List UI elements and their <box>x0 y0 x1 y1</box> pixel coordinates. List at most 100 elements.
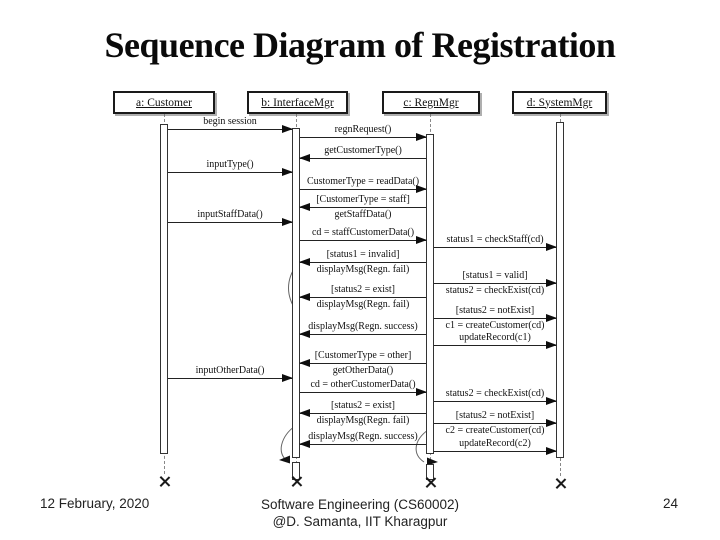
message-label: inputType() <box>206 159 254 170</box>
message-guard: [status2 = notExist] <box>455 410 535 421</box>
message-line <box>300 240 426 241</box>
message-line <box>434 401 556 402</box>
arrowhead-icon <box>546 397 557 405</box>
arrowhead-icon <box>299 359 310 367</box>
arrowhead-icon <box>416 388 427 396</box>
message-label: begin session <box>203 116 257 127</box>
message-label: getStaffData() <box>334 209 392 220</box>
arrowhead-icon <box>416 185 427 193</box>
message-line <box>300 137 426 138</box>
lifeline-header-c: c: RegnMgr <box>382 91 480 114</box>
message-line <box>434 283 556 284</box>
message-label: getCustomerType() <box>324 145 402 156</box>
return-arrowhead-icon <box>279 455 290 464</box>
message-label: c1 = createCustomer(cd) <box>445 320 545 331</box>
message-guard: [status2 = exist] <box>331 400 395 411</box>
footer-page-number: 24 <box>662 496 678 511</box>
message-label: displayMsg(Regn. fail) <box>316 415 410 426</box>
footer-date: 12 February, 2020 <box>40 496 150 511</box>
lifeline-label-b: b: InterfaceMgr <box>261 96 334 109</box>
message-line <box>434 345 556 346</box>
message-line <box>300 363 426 364</box>
message-guard: [CustomerType = other] <box>314 350 412 361</box>
message-line <box>300 262 426 263</box>
message-line <box>434 247 556 248</box>
message-line <box>434 423 556 424</box>
arrowhead-icon <box>416 236 427 244</box>
message-guard: [status1 = valid] <box>462 270 528 281</box>
lifeline-label-d: d: SystemMgr <box>526 96 593 109</box>
arrowhead-icon <box>299 258 310 266</box>
arrowhead-icon <box>416 133 427 141</box>
message-guard: [status2 = notExist] <box>455 305 535 316</box>
arrowhead-icon <box>282 125 293 133</box>
message-label: getOtherData() <box>332 365 394 376</box>
arrowhead-icon <box>546 314 557 322</box>
arrowhead-icon <box>546 279 557 287</box>
arrowhead-icon <box>546 419 557 427</box>
message-label: updateRecord(c2) <box>459 438 531 449</box>
footer-course-info: Software Engineering (CS60002) @D. Saman… <box>0 496 720 530</box>
message-line <box>168 378 292 379</box>
message-line <box>300 334 426 335</box>
lifeline-label-a: a: Customer <box>136 96 192 109</box>
message-label: displayMsg(Regn. fail) <box>316 264 410 275</box>
message-label: CustomerType = readData() <box>306 176 420 187</box>
activation-bar-a <box>160 124 168 454</box>
message-guard: [CustomerType = staff] <box>316 194 410 205</box>
destruction-x-icon <box>425 477 436 488</box>
message-line <box>434 318 556 319</box>
lifeline-header-b: b: InterfaceMgr <box>247 91 348 114</box>
arrowhead-icon <box>546 243 557 251</box>
arrowhead-icon <box>299 409 310 417</box>
activation-bar-c <box>426 134 434 454</box>
arrowhead-icon <box>282 168 293 176</box>
message-label: displayMsg(Regn. fail) <box>316 299 410 310</box>
message-label: status2 = checkExist(cd) <box>445 285 545 296</box>
message-label: displayMsg(Regn. success) <box>308 431 418 442</box>
message-line <box>300 413 426 414</box>
message-line <box>168 222 292 223</box>
destruction-x-icon <box>291 476 302 487</box>
message-label: cd = otherCustomerData() <box>310 379 416 390</box>
lifeline-label-c: c: RegnMgr <box>403 96 459 109</box>
destruction-x-icon <box>159 476 170 487</box>
footer-course-line1: Software Engineering (CS60002) <box>260 497 460 512</box>
message-line <box>434 451 556 452</box>
arrowhead-icon <box>282 218 293 226</box>
arrowhead-icon <box>299 440 310 448</box>
footer-course-line2: @D. Samanta, IIT Kharagpur <box>272 514 448 529</box>
message-line <box>168 129 292 130</box>
lifeline-header-a: a: Customer <box>113 91 215 114</box>
arrowhead-icon <box>299 203 310 211</box>
message-label: inputStaffData() <box>197 209 263 220</box>
message-guard: [status2 = exist] <box>331 284 395 295</box>
message-label: c2 = createCustomer(cd) <box>445 425 545 436</box>
arrowhead-icon <box>282 374 293 382</box>
message-line <box>168 172 292 173</box>
lifeline-header-d: d: SystemMgr <box>512 91 607 114</box>
arrowhead-icon <box>299 154 310 162</box>
activation-bar-d <box>556 122 564 458</box>
message-line <box>300 207 426 208</box>
message-label: updateRecord(c1) <box>459 332 531 343</box>
message-label: regnRequest() <box>334 124 392 135</box>
message-line <box>300 189 426 190</box>
arrowhead-icon <box>299 293 310 301</box>
arrowhead-icon <box>546 341 557 349</box>
message-label: status2 = checkExist(cd) <box>445 388 545 399</box>
message-label: inputOtherData() <box>195 365 265 376</box>
destruction-x-icon <box>555 478 566 489</box>
message-label: status1 = checkStaff(cd) <box>446 234 544 245</box>
arrowhead-icon <box>299 330 310 338</box>
slide-title: Sequence Diagram of Registration <box>104 25 616 65</box>
arrowhead-icon <box>546 447 557 455</box>
message-guard: [status1 = invalid] <box>326 249 400 260</box>
message-line <box>300 444 426 445</box>
message-label: displayMsg(Regn. success) <box>308 321 418 332</box>
message-line <box>300 297 426 298</box>
message-label: cd = staffCustomerData() <box>311 227 415 238</box>
message-line <box>300 392 426 393</box>
